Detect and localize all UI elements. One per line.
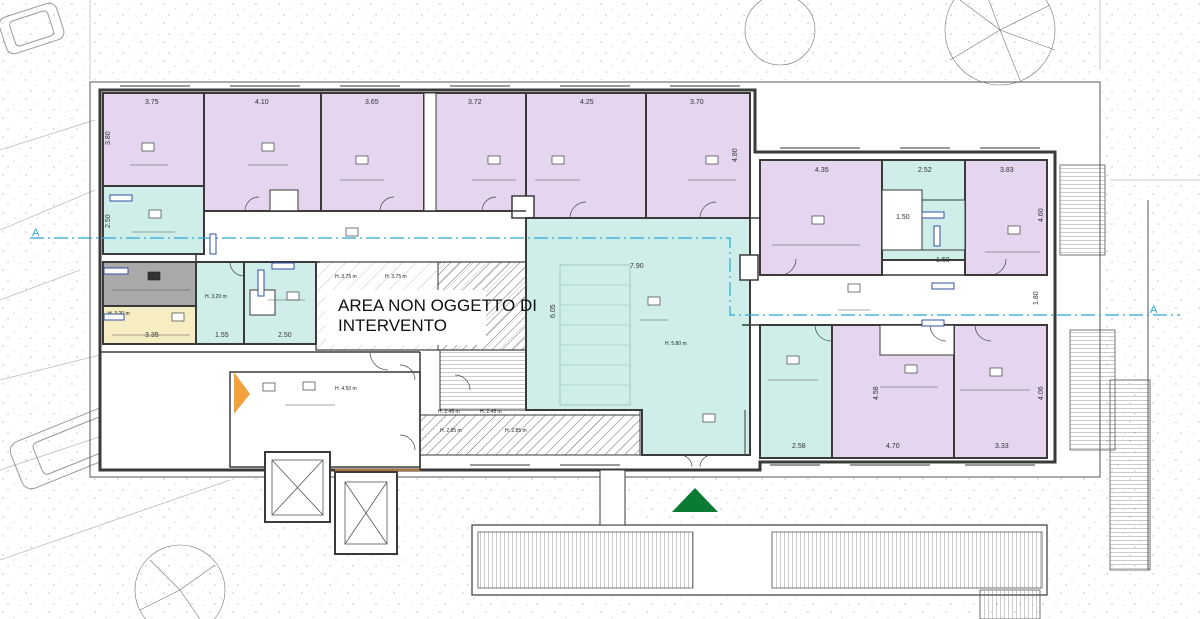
secondary-entrance-marker — [234, 372, 250, 414]
dim-top-2: 4.10 — [255, 99, 269, 106]
dim-vertical-top-right: 4.80 — [732, 148, 739, 162]
room-group-right — [759, 159, 1048, 459]
room-tag — [345, 227, 359, 237]
room-ambulatorio-5 — [525, 92, 647, 219]
dim-top-5: 4.25 — [580, 99, 594, 106]
dim-right-upper-1: 4.35 — [815, 167, 829, 174]
room-tag — [921, 211, 945, 219]
room-tag — [209, 233, 217, 255]
room-tag — [261, 142, 275, 152]
dim-top-3: 3.65 — [365, 99, 379, 106]
room-tag — [647, 296, 661, 306]
room-cyan-right-bottom — [759, 324, 833, 459]
room-tag — [147, 271, 161, 281]
height-label-6: H. 5.80 m — [665, 341, 687, 347]
tree-icon — [134, 544, 226, 619]
room-tag — [1007, 225, 1021, 235]
room-tag — [141, 142, 155, 152]
room-tags — [141, 142, 1021, 423]
room-label-lines — [112, 164, 1040, 406]
height-label-5: H. 4.50 m — [335, 386, 357, 392]
room-tag — [989, 367, 1003, 377]
room-ambulatorio-2 — [203, 92, 322, 212]
room-ambulatorio-8 — [964, 159, 1048, 276]
dim-bottom-left-3: 2.50 — [278, 332, 292, 339]
section-marker-right: A — [1150, 304, 1158, 316]
dim-vertical-right-b: 4.06 — [1038, 386, 1045, 400]
door-swings — [229, 196, 1007, 468]
main-entrance-marker — [672, 488, 718, 512]
room-tag — [109, 194, 133, 202]
room-tag — [257, 269, 265, 297]
room-tag — [931, 282, 955, 290]
dim-vertical-left-mid: 2.50 — [105, 214, 112, 228]
room-cyan-wc-1 — [195, 261, 245, 345]
dim-bottom-left-1: 3.35 — [145, 332, 159, 339]
section-marker-left: A — [32, 227, 40, 239]
room-tag — [302, 381, 316, 391]
room-ambulatorio-1 — [102, 92, 205, 187]
dim-bottom-right-2: 4.70 — [886, 443, 900, 450]
room-tag — [271, 262, 295, 270]
room-ambulatorio-6 — [645, 92, 751, 219]
room-tag — [551, 155, 565, 165]
room-tag — [904, 364, 918, 374]
room-tag — [487, 155, 501, 165]
room-tag — [103, 313, 125, 321]
tree-icon — [744, 0, 816, 66]
dim-bottom-right-1: 2.58 — [792, 443, 806, 450]
room-row-top — [102, 92, 751, 219]
non-intervention-label-line-2: INTERVENTO — [338, 316, 447, 335]
room-tag — [847, 283, 861, 293]
window-marks — [120, 85, 1040, 466]
non-intervention-area: AREA NON OGGETTO DI INTERVENTO — [315, 261, 641, 456]
room-tag — [811, 215, 825, 225]
height-label-3: H. 3.75 m — [335, 274, 357, 280]
room-tag — [103, 267, 129, 275]
height-label-1: H. 3.20 m — [205, 294, 227, 300]
dim-right-upper-2: 2.52 — [918, 167, 932, 174]
room-tag — [148, 209, 162, 219]
dim-top-6: 3.70 — [690, 99, 704, 106]
car-icon — [0, 2, 65, 55]
dimension-labels: 3.75 4.10 3.65 3.72 4.25 3.70 4.35 2.52 … — [105, 99, 1045, 450]
height-label-7: H. 2.45 m — [438, 409, 460, 415]
room-tag — [286, 291, 300, 301]
dim-small-a: 1.50 — [896, 214, 910, 221]
dim-vertical-right-c: 4.60 — [1038, 208, 1045, 222]
room-tag — [933, 225, 941, 247]
dim-small-b: 1.50 — [936, 257, 950, 264]
height-label-9: H. 2.85 m — [440, 428, 462, 434]
room-ambulatorio-3 — [320, 92, 425, 212]
dim-vertical-hall: 6.05 — [550, 304, 557, 318]
room-tag — [702, 413, 716, 423]
room-ambulatorio-10 — [953, 324, 1048, 459]
interior-walls — [100, 210, 1047, 470]
tree-icon — [944, 0, 1056, 86]
dim-corridor: 7.90 — [630, 263, 644, 270]
accessibility-tags — [103, 194, 955, 327]
room-tag — [262, 382, 276, 392]
dim-vertical-right-d: 1.80 — [1033, 291, 1040, 305]
dim-vertical-left-top: 3.80 — [105, 131, 112, 145]
height-label-8: H. 2.45 m — [480, 409, 502, 415]
dim-top-1: 3.75 — [145, 99, 159, 106]
room-tag — [705, 155, 719, 165]
room-tag — [355, 155, 369, 165]
section-line: A A — [30, 227, 1180, 316]
dim-vertical-right-a: 4.58 — [873, 386, 880, 400]
room-tag — [921, 319, 945, 327]
dim-right-upper-3: 3.83 — [1000, 167, 1014, 174]
non-intervention-label-line-1: AREA NON OGGETTO DI — [338, 296, 537, 315]
room-ambulatorio-4 — [423, 92, 527, 212]
height-label-10: H. 2.85 m — [505, 428, 527, 434]
lower-block — [229, 164, 1151, 619]
room-tag — [171, 312, 185, 322]
dim-bottom-left-2: 1.55 — [215, 332, 229, 339]
room-tag — [786, 355, 800, 365]
dim-top-4: 3.72 — [468, 99, 482, 106]
height-label-4: H. 3.75 m — [385, 274, 407, 280]
dim-bottom-right-3: 3.33 — [995, 443, 1009, 450]
